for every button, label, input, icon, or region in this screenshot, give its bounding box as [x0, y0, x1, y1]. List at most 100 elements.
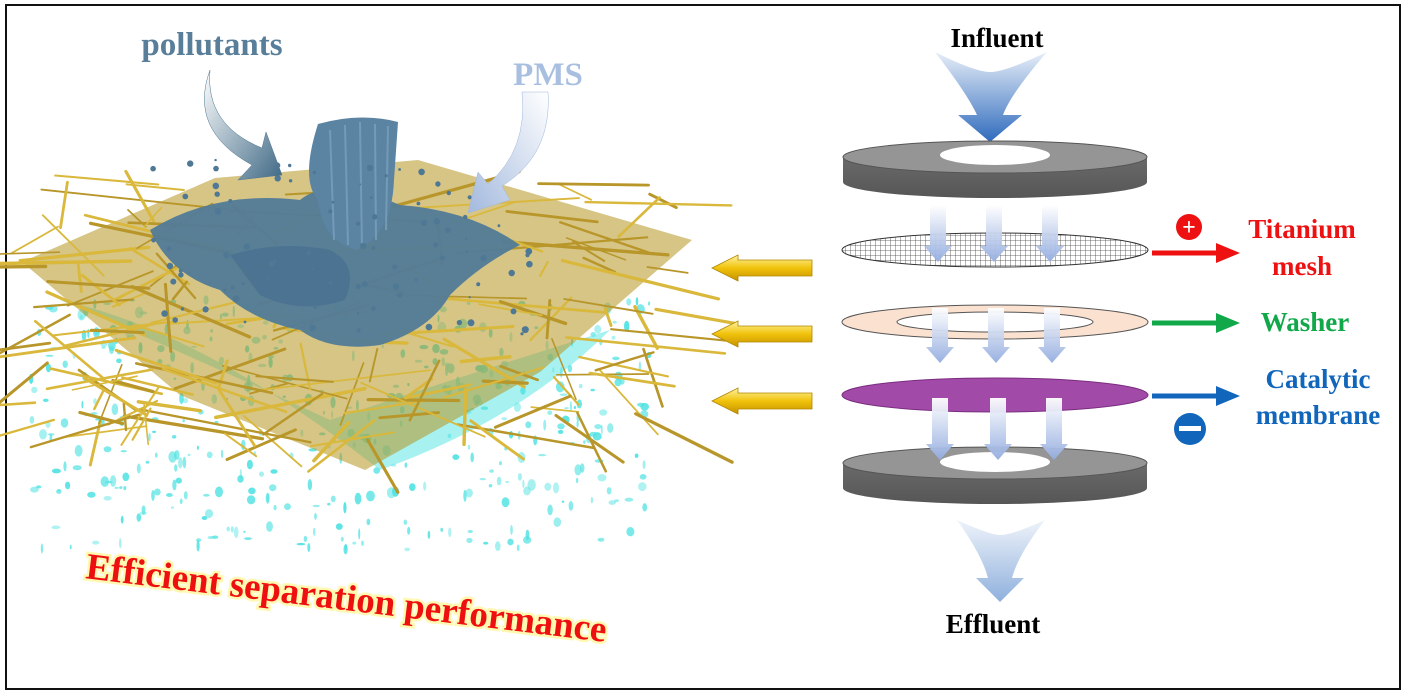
titanium-mesh-pointer: + Titanium mesh	[1152, 214, 1356, 281]
nanofiber	[221, 364, 348, 400]
water-droplet	[594, 324, 602, 334]
pollutant-particle	[476, 282, 481, 287]
water-droplet	[170, 506, 175, 509]
water-droplet	[488, 484, 493, 488]
water-droplet	[354, 492, 362, 505]
water-droplet	[63, 461, 67, 472]
water-droplet	[544, 482, 552, 491]
pollutant-particle	[306, 250, 311, 255]
water-droplet	[220, 449, 224, 459]
nanofiber	[45, 368, 154, 391]
pollutant-particle	[508, 269, 515, 277]
nanofiber	[572, 240, 606, 262]
water-droplet	[57, 489, 61, 492]
flow-arrow	[984, 398, 1012, 460]
water-droplet	[93, 398, 97, 405]
water-droplet	[463, 489, 467, 502]
water-droplet	[639, 474, 647, 480]
nanofiber	[430, 296, 608, 314]
nanofiber	[442, 366, 545, 399]
pollutant-particle	[465, 237, 468, 240]
pollutant-particle	[288, 179, 293, 183]
pms-label: PMS	[513, 57, 583, 93]
pollutants-arrow	[204, 69, 283, 181]
pollutant-particle	[356, 312, 360, 315]
water-droplet	[452, 454, 460, 460]
water-droplet	[226, 526, 230, 532]
influent-arrow	[935, 52, 1047, 142]
pollutant-particle	[172, 317, 178, 323]
water-droplet	[330, 495, 336, 503]
pollutant-particle	[215, 184, 218, 187]
water-droplet	[634, 453, 639, 458]
water-droplet	[638, 361, 642, 372]
nanofiber-illustration: pollutants PMS Efficient separation perf…	[0, 27, 737, 653]
gold-arrow	[711, 254, 813, 282]
pollutant-particle	[444, 227, 451, 234]
water-droplet	[246, 459, 253, 470]
water-droplet	[440, 527, 444, 532]
water-droplet	[590, 496, 594, 504]
pollutant-particle	[525, 253, 530, 258]
nanofiber	[76, 261, 83, 293]
water-droplet	[575, 477, 579, 484]
water-droplet	[269, 484, 277, 492]
flow-arrow	[982, 308, 1010, 363]
pollutant-particle	[392, 283, 400, 290]
nanofiber	[0, 401, 37, 407]
water-droplet	[182, 397, 189, 404]
gold-arrow	[711, 387, 813, 415]
pollutant-particle	[465, 250, 469, 253]
water-droplet	[207, 536, 215, 539]
water-droplet	[599, 409, 608, 416]
nanofiber	[588, 371, 676, 388]
pollutant-particle	[510, 308, 517, 315]
water-droplet	[92, 540, 100, 545]
nanofiber	[560, 259, 721, 301]
catalytic-label-line1: Catalytic	[1266, 364, 1371, 394]
nanofiber	[63, 322, 155, 348]
water-droplet	[51, 468, 61, 474]
water-droplet	[638, 482, 647, 492]
nanofiber	[10, 225, 59, 255]
nanofiber	[261, 369, 431, 391]
nanofiber	[71, 375, 138, 391]
nanofiber	[223, 432, 258, 458]
pollutant-particle	[202, 306, 209, 313]
water-droplet	[266, 521, 273, 532]
nanofiber	[93, 388, 105, 411]
nanofiber	[59, 180, 69, 230]
water-droplet	[335, 523, 343, 530]
flow-arrow	[980, 205, 1008, 262]
water-droplet	[467, 530, 473, 533]
water-droplet	[637, 402, 645, 407]
nanofiber	[121, 376, 194, 396]
nanofiber	[404, 383, 472, 400]
water-droplet	[597, 474, 607, 482]
pollutant-particle	[392, 264, 398, 270]
water-droplet	[557, 429, 564, 434]
water-droplet	[507, 538, 514, 546]
nanofiber	[646, 266, 689, 274]
water-droplet	[557, 423, 565, 430]
pollutant-particle	[370, 306, 376, 311]
water-droplet	[590, 388, 595, 392]
water-droplet	[606, 487, 612, 495]
water-droplet	[495, 541, 501, 552]
water-droplet	[141, 505, 146, 515]
nanofiber	[442, 337, 526, 389]
nanofiber	[499, 364, 539, 382]
pollutant-particle	[435, 181, 441, 187]
nanofiber	[594, 351, 655, 372]
nanofiber	[565, 237, 627, 261]
pollutant-particle	[329, 281, 333, 285]
pollutant-particle	[521, 326, 529, 334]
water-droplet	[568, 501, 574, 511]
water-droplet	[136, 463, 141, 474]
effluent-arrow	[957, 520, 1045, 602]
flow-arrow	[926, 398, 954, 460]
titanium-label-line2: mesh	[1272, 251, 1332, 281]
nanofiber	[493, 394, 572, 429]
nanofiber	[501, 240, 670, 257]
water-droplet	[409, 483, 416, 491]
